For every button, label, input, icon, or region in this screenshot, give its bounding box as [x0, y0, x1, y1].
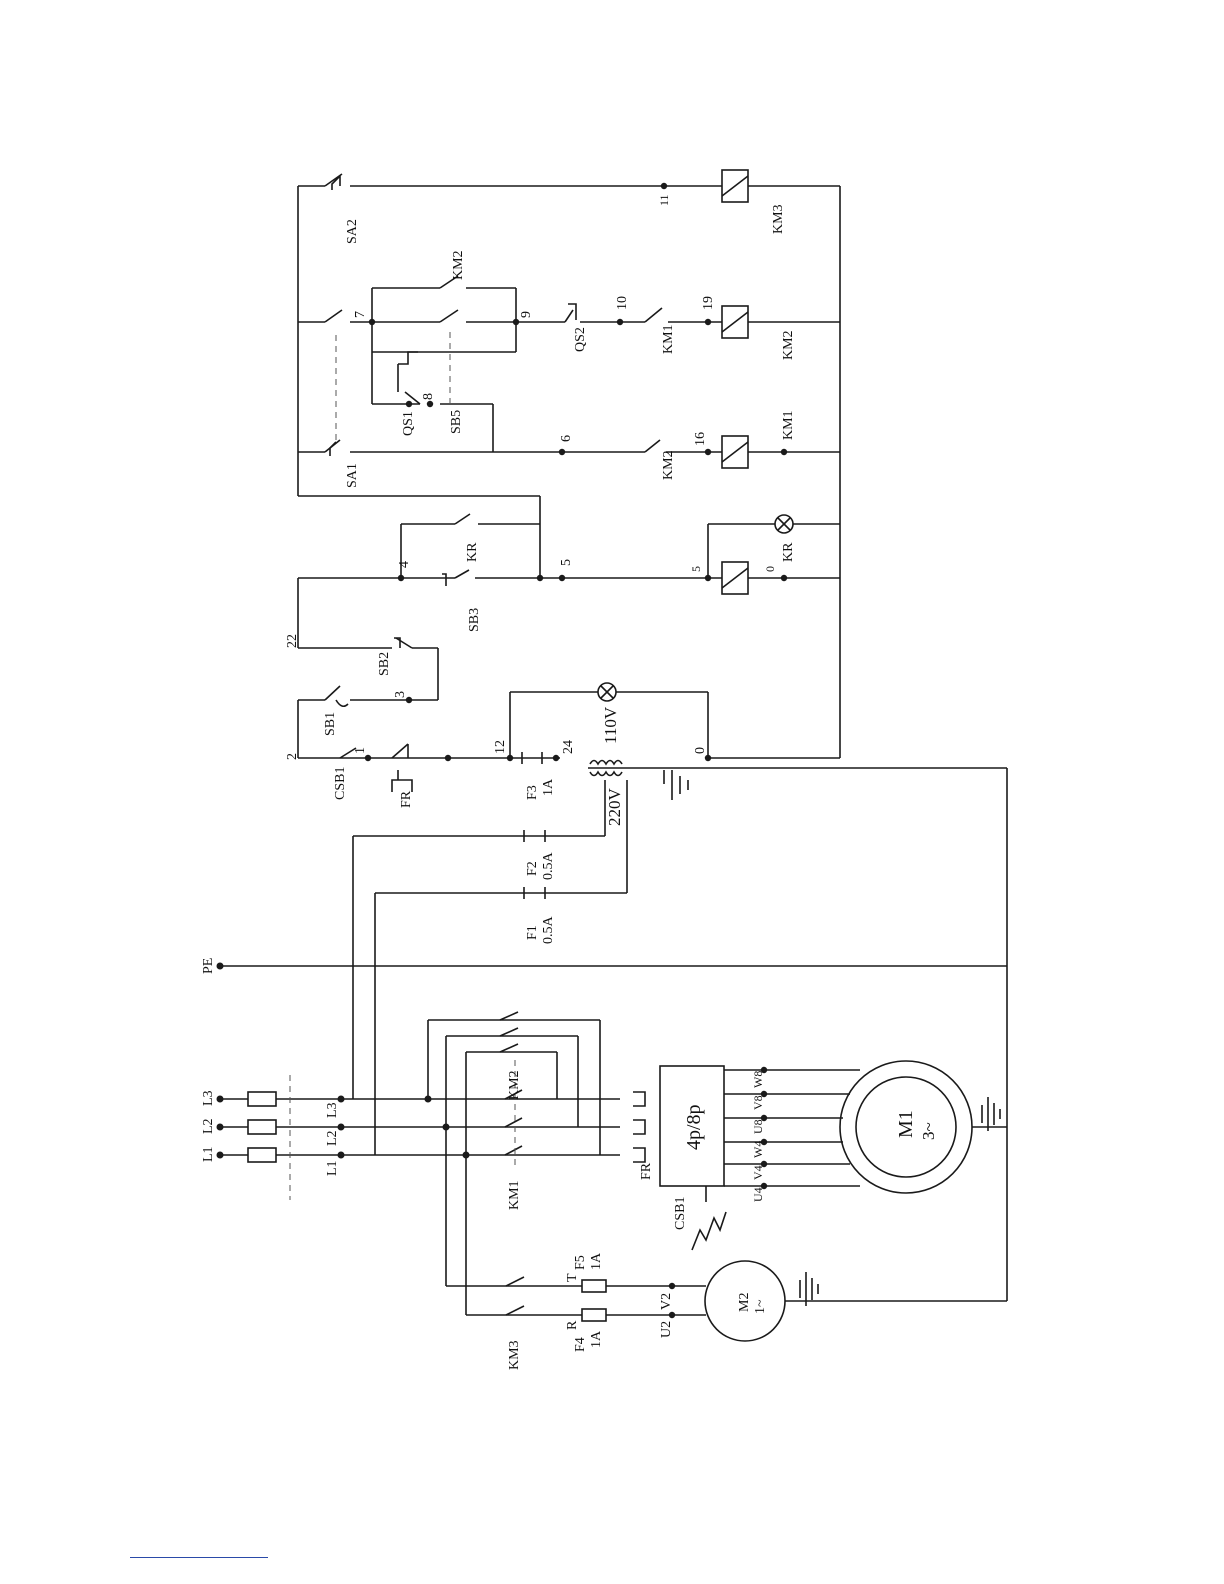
node-7: 7 — [353, 311, 368, 318]
label-l3: L3 — [201, 1090, 216, 1106]
label-f1: F1 — [525, 925, 540, 940]
fuse-f4 — [582, 1309, 606, 1321]
input-fuse-l1 — [248, 1148, 276, 1162]
label-fr-power: FR — [639, 1162, 654, 1180]
label-km2-contact-a: KM2 — [451, 250, 466, 280]
label-csb1-power: CSB1 — [673, 1197, 688, 1230]
control-circuit — [298, 170, 840, 792]
label-sb3: SB3 — [467, 608, 482, 632]
label-u8: U8 — [751, 1119, 765, 1134]
label-m2-phase: 1~ — [753, 1299, 768, 1314]
label-l2b: L2 — [325, 1130, 340, 1146]
label-qs2: QS2 — [573, 327, 588, 352]
node-1: 1 — [353, 747, 368, 754]
node-22: 22 — [285, 634, 300, 648]
node-0b: 0 — [763, 566, 777, 572]
label-l1: L1 — [201, 1146, 216, 1162]
label-220v: 220V — [605, 788, 624, 827]
node-0a: 0 — [693, 747, 708, 754]
label-m1-phase: 3~ — [919, 1122, 938, 1140]
label-l3b: L3 — [325, 1102, 340, 1118]
label-f5-rating: 1A — [589, 1252, 604, 1270]
label-f3-rating: 1A — [541, 778, 556, 796]
label-m2: M2 — [737, 1293, 752, 1312]
label-km2-coil: KM2 — [781, 330, 796, 360]
label-kr-coil: KR — [781, 542, 796, 562]
node-11: 11 — [657, 194, 671, 206]
label-km1-coil: KM1 — [781, 410, 796, 440]
label-fr: FR — [399, 790, 414, 808]
label-km3-coil: KM3 — [771, 204, 786, 234]
label-v4: V4 — [751, 1165, 765, 1180]
label-sa2: SA2 — [345, 219, 360, 244]
label-km1-power: KM1 — [507, 1180, 522, 1210]
label-km2-power: KM2 — [507, 1070, 522, 1100]
label-w8: W8 — [751, 1071, 765, 1088]
input-fuse-l3 — [248, 1092, 276, 1106]
label-sb1: SB1 — [323, 712, 338, 736]
label-f5-phase: T — [565, 1273, 580, 1282]
node-3: 3 — [393, 691, 408, 698]
node-4: 4 — [397, 561, 412, 568]
label-f2-rating: 0.5A — [541, 852, 556, 881]
labels: L1 L2 L3 PE L1 L2 L3 KM1 KM2 KM3 FR 4p/8… — [201, 194, 938, 1370]
label-f4: F4 — [573, 1337, 588, 1352]
control-transformer — [588, 761, 1007, 801]
node-6: 6 — [559, 435, 574, 442]
label-f1-rating: 0.5A — [541, 916, 556, 945]
label-csb1: CSB1 — [333, 767, 348, 800]
label-m1: M1 — [895, 1110, 917, 1138]
label-converter: 4p/8p — [683, 1104, 705, 1150]
label-sb5: SB5 — [449, 410, 464, 434]
label-km1-contact: KM1 — [661, 324, 676, 354]
node-12: 12 — [493, 740, 508, 754]
power-circuit — [217, 768, 1008, 1341]
node-24: 24 — [561, 740, 576, 754]
input-fuse-l2 — [248, 1120, 276, 1134]
node-10: 10 — [615, 296, 630, 310]
node-5b: 5 — [689, 566, 703, 572]
label-v2: V2 — [659, 1293, 674, 1310]
label-f4-phase: R — [565, 1320, 580, 1330]
label-km3-power: KM3 — [507, 1340, 522, 1370]
fuse-f5 — [582, 1280, 606, 1292]
label-w4: W4 — [751, 1141, 765, 1158]
label-v8: V8 — [751, 1095, 765, 1110]
label-sb2: SB2 — [377, 652, 392, 676]
footnote-rule — [130, 1557, 268, 1558]
label-pe: PE — [201, 958, 216, 974]
node-2: 2 — [285, 753, 300, 760]
label-u4: U4 — [751, 1187, 765, 1202]
label-sa1: SA1 — [345, 463, 360, 488]
label-kr-contact: KR — [465, 542, 480, 562]
label-l1b: L1 — [325, 1160, 340, 1176]
node-9: 9 — [519, 311, 534, 318]
label-f4-rating: 1A — [589, 1330, 604, 1348]
label-f2: F2 — [525, 861, 540, 876]
node-16: 16 — [693, 432, 708, 446]
label-f5: F5 — [573, 1255, 588, 1270]
label-f3: F3 — [525, 785, 540, 800]
label-l2: L2 — [201, 1118, 216, 1134]
node-19: 19 — [701, 296, 716, 310]
label-u2: U2 — [659, 1321, 674, 1338]
label-km2-contact-b: KM2 — [661, 450, 676, 480]
label-110v: 110V — [601, 706, 620, 744]
node-5a: 5 — [559, 559, 574, 566]
node-8: 8 — [421, 393, 436, 400]
label-qs1: QS1 — [401, 411, 416, 436]
